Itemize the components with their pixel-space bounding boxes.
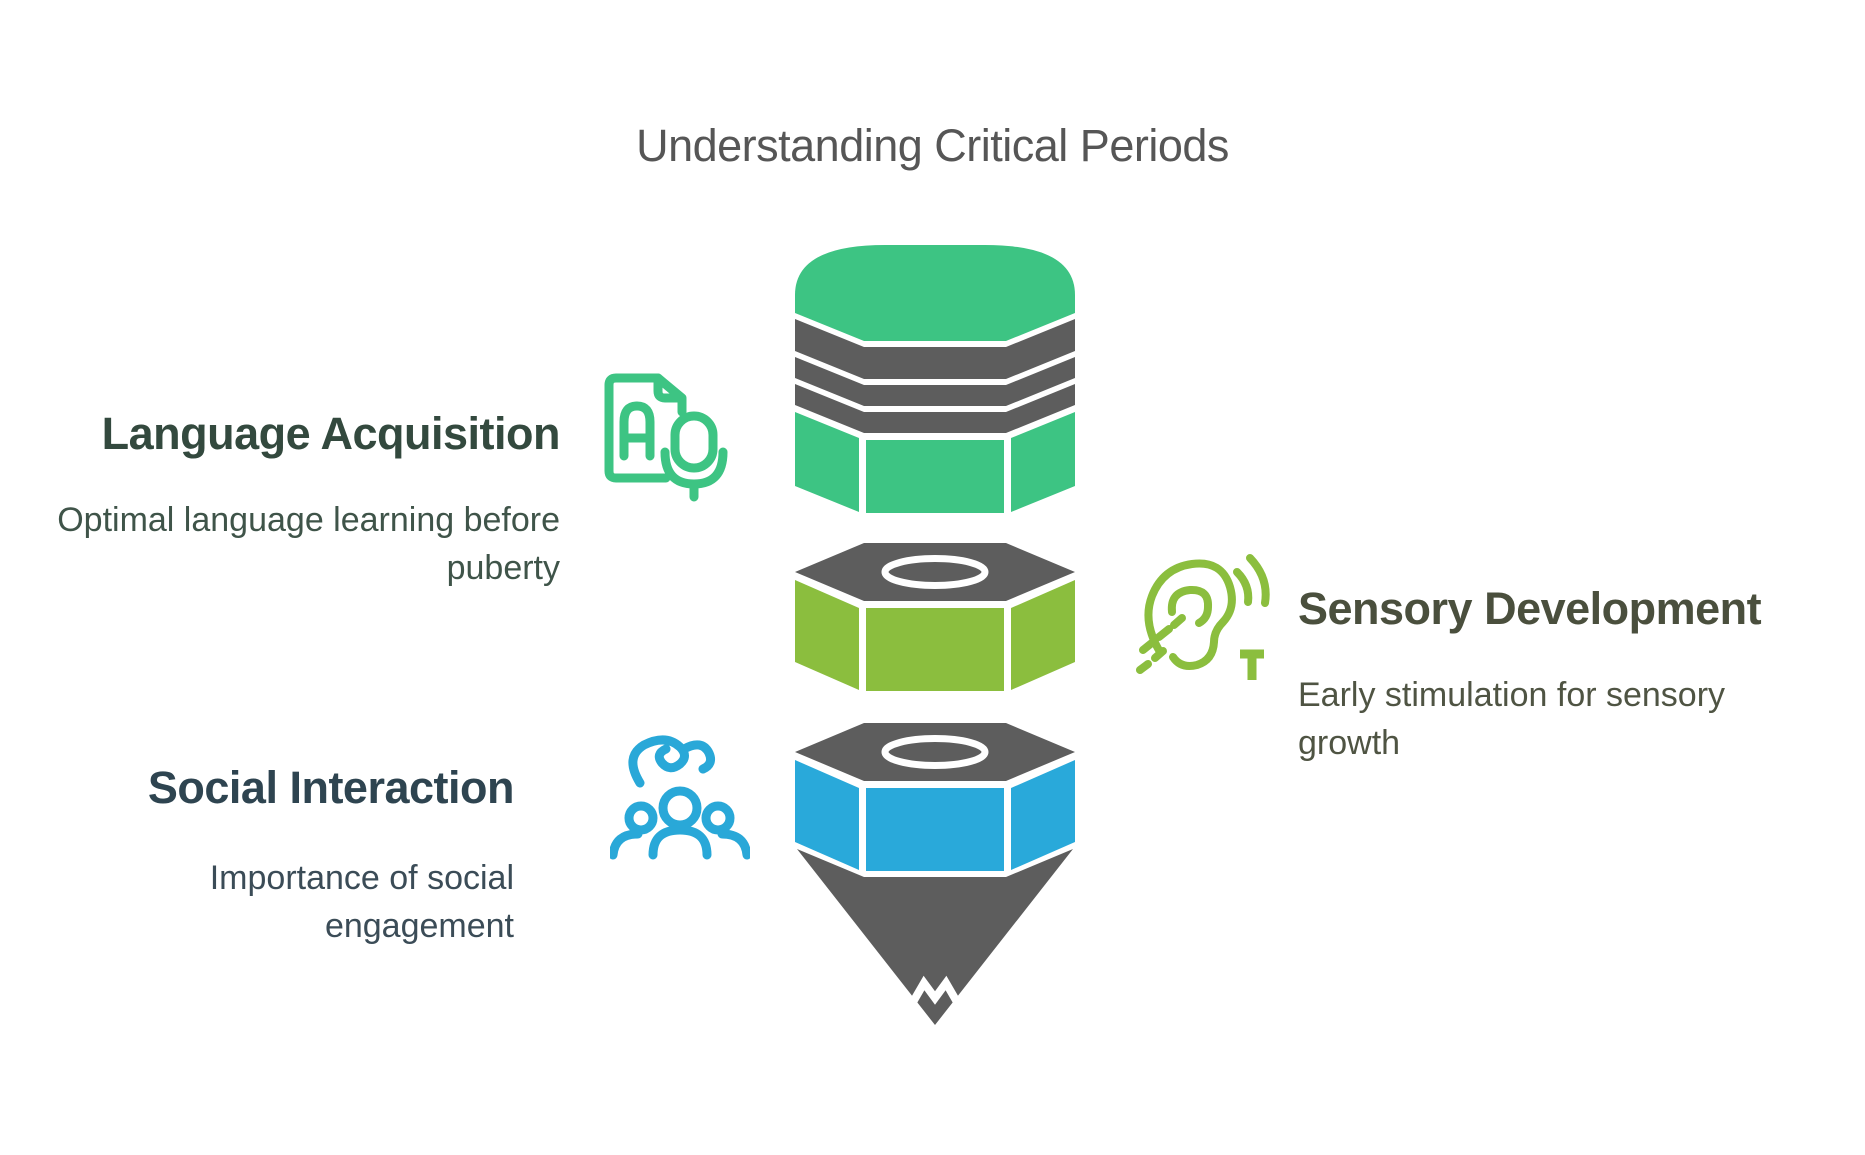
section-language-acquisition: Language Acquisition Optimal language le… <box>0 408 560 592</box>
segment-language-front-face <box>866 440 1004 513</box>
segment-social-front-face <box>866 788 1004 871</box>
segment-social-hole-ring <box>881 735 989 769</box>
pencil-funnel-graphic <box>795 245 1075 1025</box>
funnel-segment-language <box>795 412 1075 513</box>
sound-dash-1 <box>1139 638 1157 654</box>
ferrule-band-2 <box>795 357 1075 406</box>
segment-sensory-left-face <box>795 580 859 690</box>
person-shoulders-right <box>717 829 750 860</box>
pencil-tip-cone <box>797 849 1073 1025</box>
hand-finger-curve <box>679 740 715 774</box>
document-fold-corner <box>653 373 687 417</box>
social-interaction-heading: Social Interaction <box>147 762 515 813</box>
letter-t-glyph <box>1240 649 1264 680</box>
sound-wave-arc-large <box>1246 554 1270 607</box>
hand-over-people-icon <box>610 735 750 860</box>
segment-sensory-top-face <box>795 543 1075 601</box>
section-social-interaction: Social Interaction Importance of social … <box>0 762 515 950</box>
pencil-tip-crack <box>909 975 961 1006</box>
segment-social-top-face <box>795 723 1075 781</box>
sound-wave-arc-small <box>1233 568 1253 606</box>
sound-dash-4 <box>1136 660 1152 674</box>
ear-outline <box>1144 559 1236 670</box>
document-letter-mic-icon <box>604 373 728 502</box>
funnel-segment-social <box>795 723 1075 871</box>
sound-dash-3 <box>1170 614 1186 629</box>
pencil-ferrule-bands <box>795 319 1075 433</box>
segment-sensory-hole-ring <box>881 555 989 589</box>
microphone-stand <box>660 447 728 502</box>
ear-inner-curve <box>1167 585 1213 627</box>
page-title: Understanding Critical Periods <box>636 120 1229 171</box>
ferrule-band-1 <box>795 319 1075 379</box>
letter-a-glyph <box>619 401 655 461</box>
sound-dash-2 <box>1155 625 1173 641</box>
section-sensory-development: Sensory Development Early stimulation fo… <box>1298 583 1858 767</box>
segment-social-left-face <box>795 760 859 870</box>
pencil-eraser-cap <box>795 245 1075 341</box>
document-outline <box>604 373 671 483</box>
segment-language-left-face <box>795 412 859 512</box>
funnel-segment-sensory <box>795 543 1075 691</box>
person-shoulders-left <box>610 829 643 860</box>
hand-squiggle <box>628 735 689 788</box>
sensory-development-description: Early stimulation for sensory growth <box>1298 676 1726 762</box>
segment-sensory-front-face <box>866 608 1004 691</box>
language-acquisition-heading: Language Acquisition <box>101 408 561 459</box>
ear-hearing-icon <box>1136 554 1270 680</box>
person-head-center <box>658 786 702 830</box>
segment-social-right-face <box>1011 760 1075 870</box>
segment-language-right-face <box>1011 412 1075 512</box>
person-head-left <box>624 801 658 835</box>
ferrule-band-3 <box>795 384 1075 433</box>
language-acquisition-description: Optimal language learning before puberty <box>57 501 560 587</box>
social-interaction-description: Importance of social engagement <box>209 859 514 945</box>
sound-dash-5 <box>1151 647 1167 662</box>
sensory-development-heading: Sensory Development <box>1298 583 1762 634</box>
microphone-capsule <box>670 411 718 473</box>
person-head-right <box>701 801 735 835</box>
segment-sensory-right-face <box>1011 580 1075 690</box>
person-shoulders-center <box>648 825 712 860</box>
